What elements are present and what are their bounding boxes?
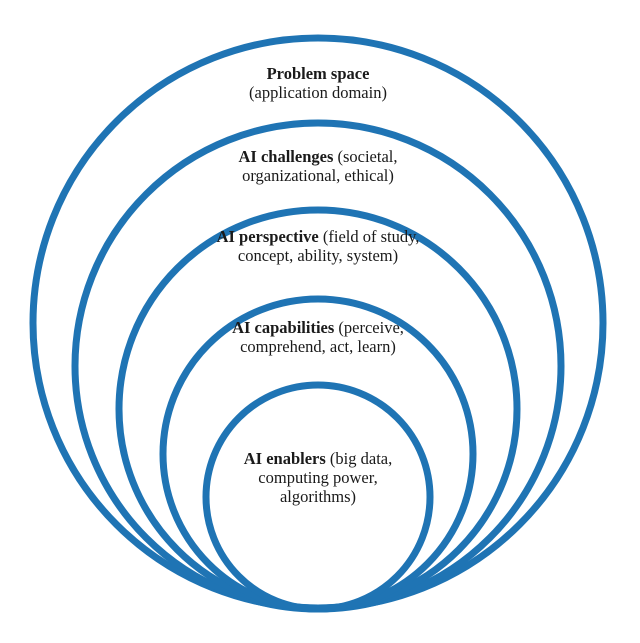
layer-title: AI challenges <box>238 147 334 166</box>
label-ai-capabilities: AI capabilities (perceive, comprehend, a… <box>218 318 418 356</box>
layer-title: AI enablers <box>243 449 326 468</box>
layer-title: AI capabilities <box>232 318 335 337</box>
layer-detail: (field of study, concept, ability, syste… <box>237 227 420 265</box>
layer-title: AI perspective <box>216 227 319 246</box>
layer-detail: (perceive, comprehend, act, learn) <box>240 318 404 356</box>
ring-ai-challenges <box>71 119 565 613</box>
layer-title: Problem space <box>266 64 370 83</box>
label-ai-perspective: AI perspective (field of study, concept,… <box>213 227 423 265</box>
ring-ai-perspective <box>115 206 521 612</box>
ring-ai-enablers <box>202 381 434 613</box>
label-ai-challenges: AI challenges (societal, organizational,… <box>203 147 433 185</box>
layer-detail: (societal, organizational, ethical) <box>242 147 398 185</box>
layer-detail: (application domain) <box>249 83 387 102</box>
label-problem-space: Problem space (application domain) <box>218 64 418 102</box>
layer-detail: (big data, computing power, algorithms) <box>258 449 393 506</box>
label-ai-enablers: AI enablers (big data, computing power, … <box>243 449 393 506</box>
